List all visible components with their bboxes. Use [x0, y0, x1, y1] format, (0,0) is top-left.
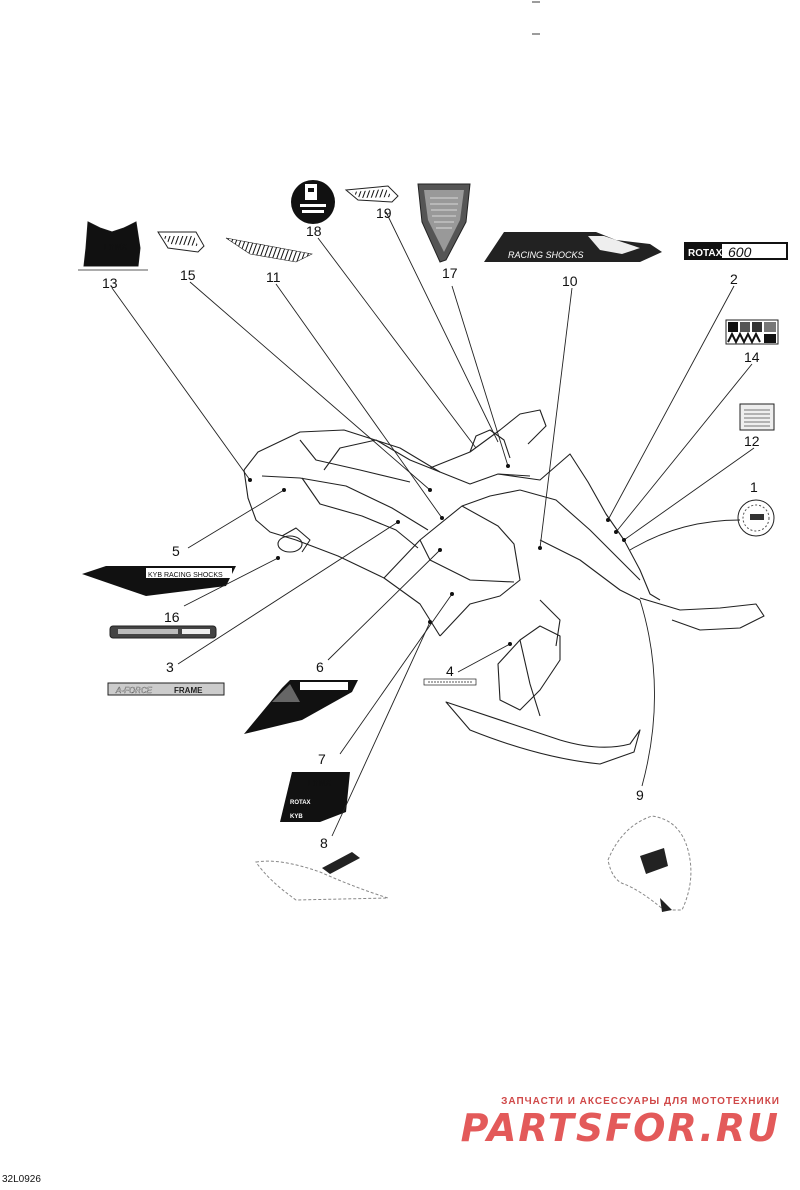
- decal-racing-shocks-text: RACING SHOCKS: [508, 250, 584, 260]
- watermark-tagline: ЗАПЧАСТИ И АКСЕССУАРЫ ДЛЯ МОТОТЕХНИКИ: [501, 1096, 780, 1107]
- decal-16-badge: [109, 625, 217, 639]
- callout-11: 11: [266, 269, 281, 285]
- decal-7-lynx: LYNX ROTAX KYB: [161, 772, 350, 822]
- callout-18: 18: [306, 223, 322, 239]
- snowmobile-sketch: [243, 409, 765, 765]
- callout-19: 19: [376, 205, 392, 221]
- callout-4: 4: [446, 663, 454, 679]
- decal-lynx-text: LYNX: [104, 242, 127, 252]
- callout-10: 10: [562, 273, 578, 289]
- callout-8: 8: [320, 835, 328, 851]
- decal-15: [157, 231, 205, 253]
- decal-5-kyb: KYB RACING SHOCKS: [82, 566, 236, 596]
- callout-13: 13: [102, 275, 118, 291]
- callout-9: 9: [636, 787, 644, 803]
- decal-3-aforce: A-FORCE FRAME: [107, 682, 225, 696]
- decal-rotax-text: ROTAX: [688, 248, 723, 259]
- callout-7: 7: [318, 751, 326, 767]
- callout-15: 15: [180, 267, 196, 283]
- decal-frame-text: FRAME: [174, 686, 203, 695]
- decal-8-panel: [255, 852, 389, 901]
- decal-9-nose: [607, 815, 692, 912]
- decal-7-lynx-text: LYNX: [308, 778, 331, 788]
- callout-1: 1: [750, 479, 758, 495]
- callout-5: 5: [172, 543, 180, 559]
- decal-17-warning: [417, 183, 471, 263]
- decal-10-racing: RACING SHOCKS: [484, 232, 662, 262]
- watermark-logo: PARTSFOR.RU: [460, 1106, 780, 1150]
- decal-1-round: [737, 499, 775, 537]
- callout-3: 3: [166, 659, 174, 675]
- callout-numbers: 1 2 3 4 5 6 7 8 9 10 11 12 13 14 15 16 1…: [102, 205, 760, 851]
- callout-16: 16: [164, 609, 180, 625]
- callout-6: 6: [316, 659, 324, 675]
- decal-19: [344, 185, 399, 203]
- decal-6-wedge: [244, 680, 358, 734]
- callout-14: 14: [744, 349, 760, 365]
- decal-7-rotax-text: ROTAX: [290, 800, 311, 806]
- figure-code: 32L0926: [2, 1174, 41, 1185]
- pointer-dots: [248, 464, 626, 646]
- decal-4-strip: [423, 678, 477, 686]
- decal-2-rotax600: ROTAX 600: [684, 242, 788, 260]
- decal-13-windshield: LYNX: [41, 221, 148, 271]
- decal-18-fuel: [291, 180, 335, 224]
- leader-lines: [111, 211, 755, 837]
- callout-2: 2: [730, 271, 738, 287]
- callout-12: 12: [744, 433, 760, 449]
- decal-7-kyb-text: KYB: [290, 814, 303, 820]
- callout-17: 17: [442, 265, 458, 281]
- decal-12-label: [739, 403, 775, 431]
- decal-aforce-text: A-FORCE: [115, 686, 153, 695]
- decal-11-stripe: [225, 237, 313, 263]
- decal-600-text: 600: [728, 244, 752, 260]
- decal-14-pictograms: [725, 319, 779, 345]
- decal-kyb-racing-text: KYB RACING SHOCKS: [148, 572, 223, 579]
